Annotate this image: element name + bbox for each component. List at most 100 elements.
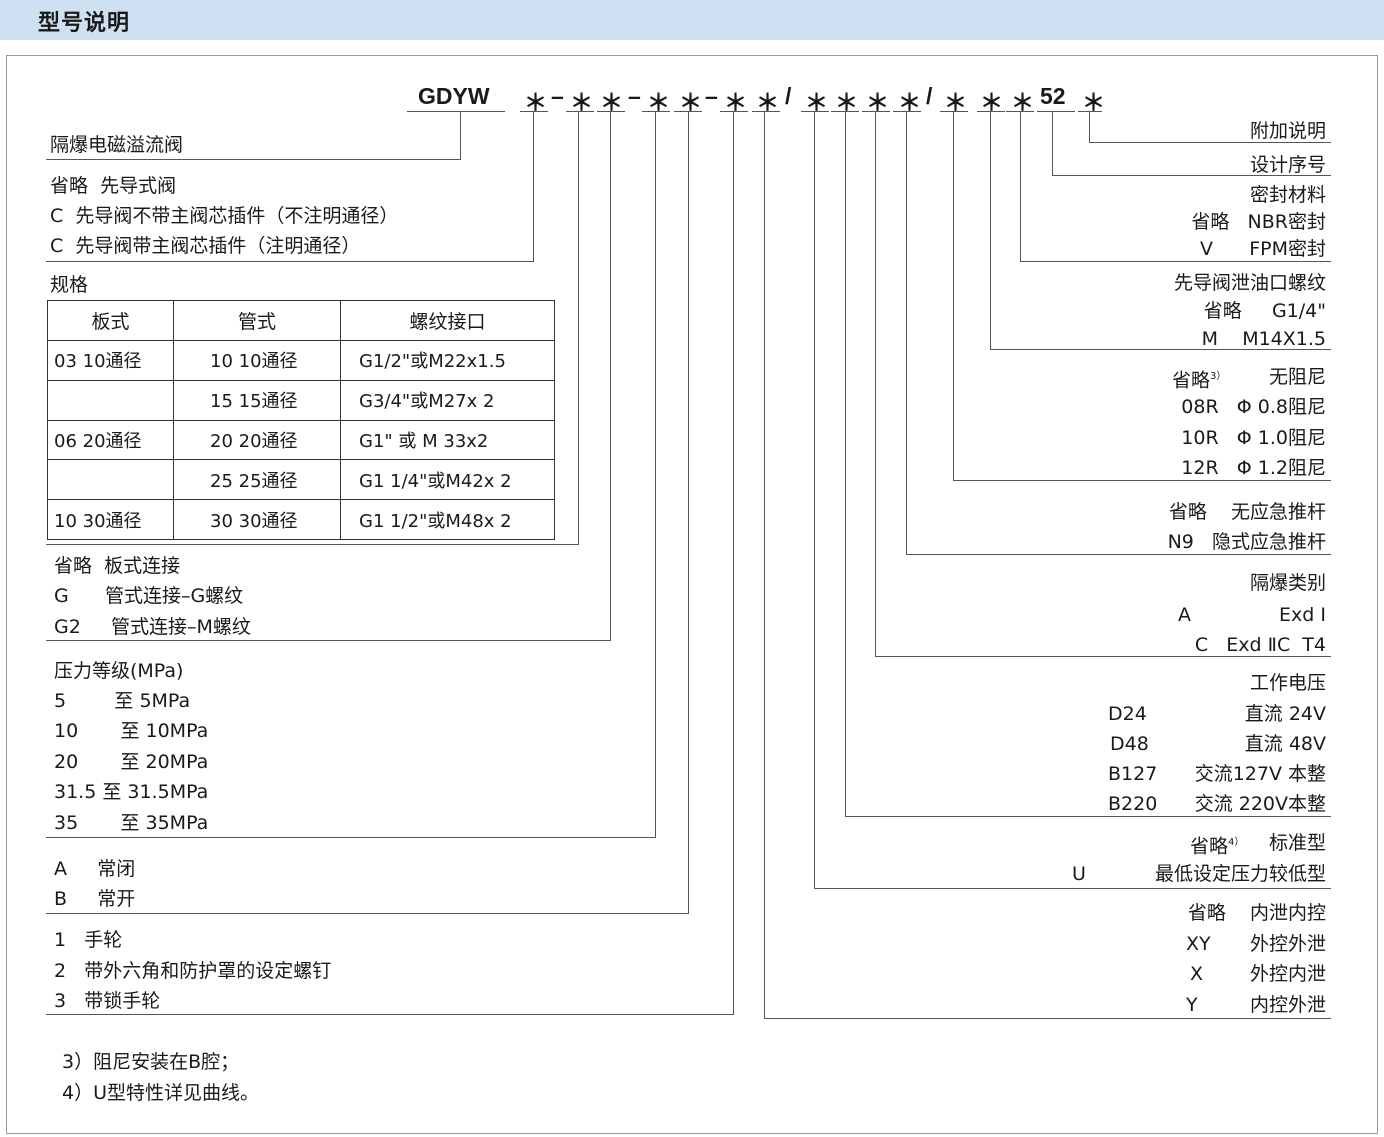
connector-line xyxy=(610,112,612,641)
connector-line xyxy=(733,112,735,1015)
damp-option: 10R Φ 1.0阻尼 xyxy=(1181,427,1326,449)
table-cell: 15 15通径 xyxy=(173,379,341,421)
code-prefix: GDYW xyxy=(418,83,490,109)
ctrl-option: 省略 内泄内控 xyxy=(1187,902,1326,924)
pressure-option: 20 至 20MPa xyxy=(54,751,209,773)
table-row: 15 15通径 G3/4"或M27x 2 xyxy=(47,379,555,421)
connector-line xyxy=(1089,112,1091,143)
code-underline xyxy=(674,111,702,113)
connector-line xyxy=(46,837,656,839)
table-cell: 06 20通径 xyxy=(47,419,174,461)
diagram-frame xyxy=(6,55,1378,1134)
connector-line xyxy=(46,640,611,642)
connector-line xyxy=(1020,261,1331,263)
code-underline xyxy=(407,111,505,113)
code-underline xyxy=(977,111,1005,113)
ctrl-code: X xyxy=(1190,963,1204,985)
damp-option: 08R Φ 0.8阻尼 xyxy=(1181,396,1326,418)
connector-line xyxy=(46,913,689,915)
code-underline xyxy=(520,111,548,113)
table-row: 10 30通径 30 30通径 G1 1/2"或M48x 2 xyxy=(47,499,555,540)
code-char: 52 xyxy=(1040,83,1066,109)
ptype-low: 最低设定压力较低型 xyxy=(1154,863,1326,885)
state-option: B 常开 xyxy=(54,888,136,910)
code-underline xyxy=(1078,111,1102,113)
code-underline xyxy=(831,111,859,113)
table-cell: 03 10通径 xyxy=(47,340,174,381)
connector-line xyxy=(46,1014,734,1016)
connector-line xyxy=(906,112,908,555)
voltage-code: B127 xyxy=(1108,763,1158,785)
ex-code: A xyxy=(1178,604,1191,626)
table-cell: G3/4"或M27x 2 xyxy=(340,379,555,421)
code-char: ＊ xyxy=(600,89,623,115)
connector-line xyxy=(764,1018,1331,1020)
voltage-code: D24 xyxy=(1108,703,1147,725)
ptype-code: U xyxy=(1072,863,1086,885)
footnote-3: 3）阻尼安装在B腔； xyxy=(62,1051,240,1073)
code-char: ＊ xyxy=(524,89,547,115)
connector-line xyxy=(578,112,580,545)
ctrl-value: 外控外泄 xyxy=(1249,933,1326,955)
push-option: 省略 无应急推杆 xyxy=(1168,501,1326,523)
seal-option: V FPM密封 xyxy=(1199,238,1326,260)
code-underline xyxy=(940,111,968,113)
voltage-title: 工作电压 xyxy=(1249,672,1326,694)
code-char: ＊ xyxy=(980,89,1003,115)
spec-title: 规格 xyxy=(50,274,89,296)
voltage-value: 直流 48V xyxy=(1244,733,1326,755)
design-label: 设计序号 xyxy=(1249,154,1326,176)
ctrl-code: XY xyxy=(1186,933,1211,955)
push-option: N9 隐式应急推杆 xyxy=(1167,531,1326,553)
code-underline xyxy=(566,111,594,113)
ptype-option: 省略4） xyxy=(1190,832,1244,857)
table-row: 06 20通径 20 20通径 G1" 或 M 33x2 xyxy=(47,419,555,461)
drain-option: 省略 G1/4" xyxy=(1203,300,1326,322)
page-title: 型号说明 xyxy=(38,11,131,36)
connector-line xyxy=(814,888,1331,890)
voltage-code: D48 xyxy=(1110,733,1149,755)
connector-line xyxy=(688,112,690,914)
damp-omit: 省略 xyxy=(1172,369,1211,392)
connector-line xyxy=(460,112,462,160)
connector-line xyxy=(533,112,535,262)
pressure-option: 5 至 5MPa xyxy=(54,690,191,712)
conn-option: G 管式连接–G螺纹 xyxy=(54,585,244,607)
code-underline xyxy=(642,111,670,113)
table-cell: 10 30通径 xyxy=(47,499,174,540)
code-char: ＊ xyxy=(835,89,858,115)
seal-option: 省略 NBR密封 xyxy=(1191,211,1326,233)
code-char: / xyxy=(926,83,933,109)
damp-option: 12R Φ 1.2阻尼 xyxy=(1181,457,1326,479)
code-char: / xyxy=(785,83,792,109)
ctrl-value: 外控内泄 xyxy=(1249,963,1326,985)
table-cell: 30 30通径 xyxy=(173,499,341,540)
table-cell: 20 20通径 xyxy=(173,419,341,461)
code-char: ＊ xyxy=(944,89,967,115)
connector-line xyxy=(875,656,1331,658)
valve-name: 隔爆电磁溢流阀 xyxy=(50,134,184,156)
connector-line xyxy=(845,816,1331,818)
code-underline xyxy=(862,111,890,113)
adjust-option: 1 手轮 xyxy=(54,929,123,951)
ex-option: C Exd ⅡC T4 xyxy=(1194,634,1326,656)
code-underline xyxy=(752,111,780,113)
connector-line xyxy=(46,159,461,161)
spec-table: 板式 管式 螺纹接口 03 10通径 10 10通径 G1/2"或M22x1.5… xyxy=(47,300,555,540)
code-char: – xyxy=(628,83,641,109)
code-underline xyxy=(720,111,748,113)
conn-option: 省略 板式连接 xyxy=(54,555,181,577)
pressure-option: 31.5 至 31.5MPa xyxy=(54,781,209,803)
code-char: ＊ xyxy=(647,89,670,115)
pilot-option: C 先导阀不带主阀芯插件（不注明通径） xyxy=(50,205,399,227)
connector-line xyxy=(845,112,847,817)
code-char: ＊ xyxy=(1082,89,1105,115)
pressure-option: 35 至 35MPa xyxy=(54,812,209,834)
voltage-value: 交流127V 本整 xyxy=(1194,763,1326,785)
connector-line xyxy=(990,112,992,350)
code-char: ＊ xyxy=(570,89,593,115)
adjust-option: 3 带锁手轮 xyxy=(54,990,161,1012)
ctrl-code: Y xyxy=(1186,994,1198,1016)
code-char: ＊ xyxy=(898,89,921,115)
table-row: 25 25通径 G1 1/4"或M42x 2 xyxy=(47,459,555,501)
